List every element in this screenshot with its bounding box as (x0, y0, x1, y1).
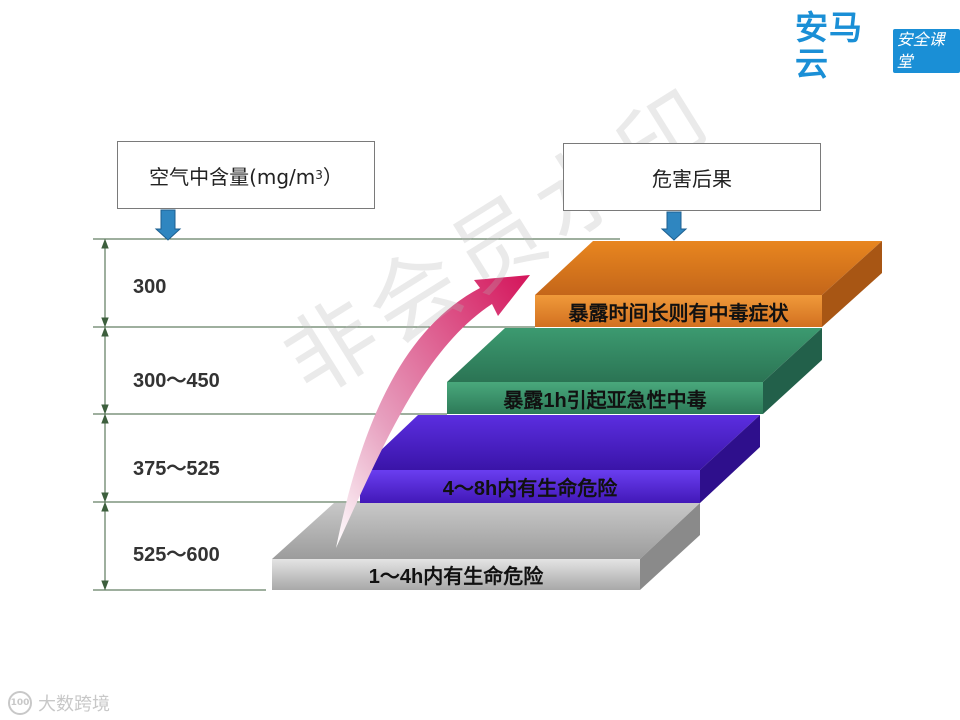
brand-tagline: 安全课堂 (892, 29, 960, 73)
consequence-label-2: 暴露1h引起亚急性中毒 (503, 389, 707, 412)
consequence-header: 危害后果 (563, 143, 821, 211)
consequence-label-1: 暴露时间长则有中毒症状 (568, 302, 789, 325)
row-value-2: 300～450 (133, 370, 220, 392)
right-header-arrow-icon (660, 211, 688, 241)
step-gray (272, 503, 700, 590)
guide-lines (93, 238, 620, 591)
footer-logo: 100 大数跨境 (8, 690, 110, 716)
consequence-label-3: 4～8h内有生命危险 (442, 478, 618, 500)
row-value-3: 375～525 (133, 458, 220, 480)
footer-mark-icon: 100 (8, 691, 32, 715)
header-down-arrows (154, 209, 688, 241)
step-purple (360, 415, 760, 503)
unit-superscript: 3 (315, 168, 323, 182)
concentration-header-text: 空气中含量(mg/m (149, 164, 316, 189)
row-value-1: 300 (133, 276, 167, 298)
dimension-arrows (101, 238, 109, 591)
row-value-4: 525～600 (133, 544, 220, 566)
concentration-header-suffix: ） (322, 164, 343, 189)
footer-logo-text: 大数跨境 (38, 694, 110, 715)
consequence-label-4: 1～4h内有生命危险 (368, 566, 544, 588)
brand-name: 安马云 (795, 8, 863, 83)
consequence-header-text: 危害后果 (652, 166, 732, 191)
left-header-arrow-icon (154, 209, 182, 241)
brand-logo: 安马云 安全课堂 (795, 10, 960, 82)
trend-arrow-icon (336, 275, 530, 548)
step-green (447, 328, 822, 414)
step-orange (535, 241, 882, 327)
